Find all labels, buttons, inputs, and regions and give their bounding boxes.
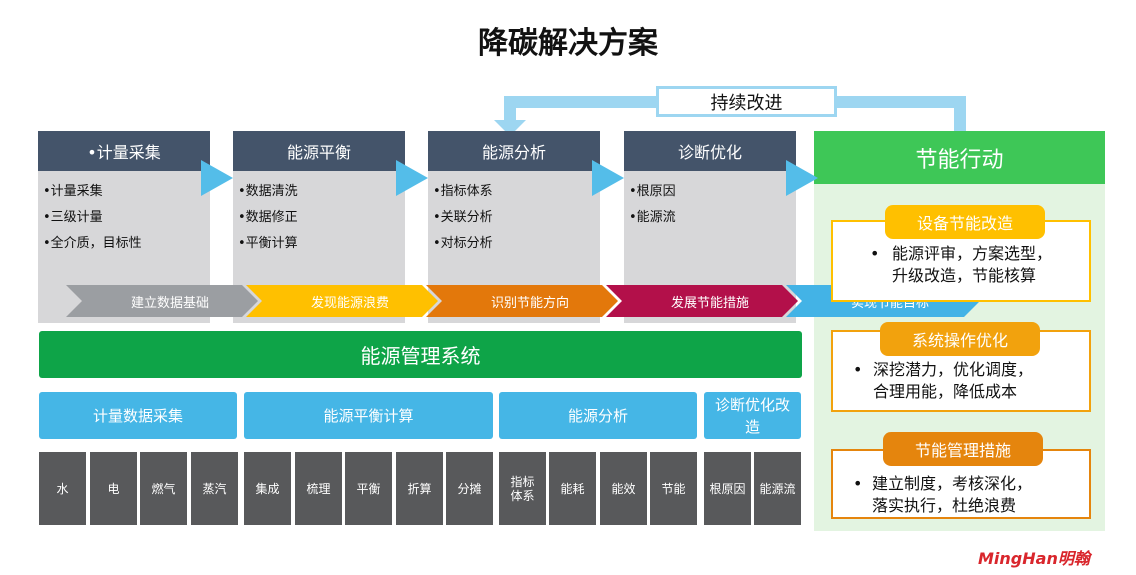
action-box-text: 建立制度，考核深化， 落实执行，杜绝浪费: [872, 473, 1032, 517]
action-box-line: 深挖潜力，优化调度，: [873, 360, 1034, 379]
action-box-bullet: •: [853, 474, 863, 493]
column-items-balance: •数据清洗 •数据修正 •平衡计算: [238, 179, 398, 257]
energy-management-system-bar: 能源管理系统: [39, 331, 802, 378]
action-box-title-operation: 系统操作优化: [880, 322, 1040, 356]
leaf-energy-flow: 能源流: [754, 452, 801, 525]
column-header-analysis: 能源分析: [428, 131, 600, 171]
stage-label-1: 建立数据基础: [130, 295, 209, 311]
flow-arrow-icon: [786, 160, 818, 196]
action-box-bullet: •: [870, 244, 880, 263]
column-item: •计量采集: [43, 184, 103, 199]
column-item: •数据修正: [238, 210, 298, 225]
column-item: •三级计量: [43, 210, 103, 225]
module-diagnosis: 诊断优化改造: [704, 392, 801, 439]
column-items-analysis: •指标体系 •关联分析 •对标分析: [433, 179, 593, 257]
leaf-balance: 平衡: [345, 452, 392, 525]
page-title: 降碳解决方案: [478, 26, 658, 61]
module-energy-balance: 能源平衡计算: [244, 392, 493, 439]
column-item: •数据清洗: [238, 184, 298, 199]
action-box-line: 升级改造，节能核算: [892, 266, 1037, 285]
action-box-line: 合理用能，降低成本: [873, 382, 1018, 401]
action-box-line: 建立制度，考核深化，: [872, 474, 1033, 493]
column-item: •能源流: [629, 210, 676, 225]
column-header-metering: •计量采集: [38, 131, 210, 171]
column-item: •根原因: [629, 184, 676, 199]
column-header-diagnosis: 诊断优化: [624, 131, 796, 171]
stage-label-2: 发现能源浪费: [310, 295, 389, 311]
flow-arrow-icon: [201, 160, 233, 196]
stage-chevron-2: [246, 285, 438, 317]
column-item: •指标体系: [433, 184, 493, 199]
column-item: •关联分析: [433, 210, 493, 225]
action-box-text: 深挖潜力，优化调度， 合理用能，降低成本: [873, 359, 1033, 403]
leaf-root-cause: 根原因: [704, 452, 751, 525]
action-box-line: 落实执行，杜绝浪费: [872, 496, 1017, 515]
stage-chevron-1: [66, 285, 258, 317]
action-box-bullet: •: [853, 360, 863, 379]
leaf-steam: 蒸汽: [191, 452, 238, 525]
column-items-metering: •计量采集 •三级计量 •全介质，目标性: [43, 179, 203, 257]
minghan-logo: MingHan明翰: [978, 549, 1090, 568]
energy-saving-action-header: 节能行动: [814, 131, 1105, 184]
leaf-allocation: 分摊: [446, 452, 493, 525]
leaf-integration: 集成: [244, 452, 291, 525]
action-box-title-management: 节能管理措施: [883, 432, 1043, 466]
leaf-indicator-system: 指标体系: [499, 452, 546, 525]
action-box-title-equipment: 设备节能改造: [885, 205, 1045, 239]
flow-arrow-icon: [396, 160, 428, 196]
stage-label-3: 识别节能方向: [490, 295, 569, 311]
action-box-line: 能源评审，方案选型，: [892, 244, 1053, 263]
leaf-consumption: 能耗: [549, 452, 596, 525]
stage-chevron-4: [606, 285, 798, 317]
stage-chevron-3: [426, 285, 618, 317]
stage-label-4: 发展节能措施: [670, 295, 749, 311]
leaf-electricity: 电: [90, 452, 137, 525]
column-item: •全介质，目标性: [43, 236, 142, 251]
column-header-balance: 能源平衡: [233, 131, 405, 171]
module-energy-analysis: 能源分析: [499, 392, 697, 439]
leaf-water: 水: [39, 452, 86, 525]
column-item: •对标分析: [433, 236, 493, 251]
flow-arrow-icon: [592, 160, 624, 196]
continuous-improvement-label: 持续改进: [656, 86, 837, 117]
column-item: •平衡计算: [238, 236, 298, 251]
action-box-text: 能源评审，方案选型， 升级改造，节能核算: [892, 243, 1052, 287]
leaf-gas: 燃气: [140, 452, 187, 525]
leaf-saving: 节能: [650, 452, 697, 525]
column-items-diagnosis: •根原因 •能源流: [629, 179, 789, 231]
leaf-sorting: 梳理: [295, 452, 342, 525]
module-metering-data: 计量数据采集: [39, 392, 237, 439]
leaf-efficiency: 能效: [600, 452, 647, 525]
leaf-conversion: 折算: [396, 452, 443, 525]
